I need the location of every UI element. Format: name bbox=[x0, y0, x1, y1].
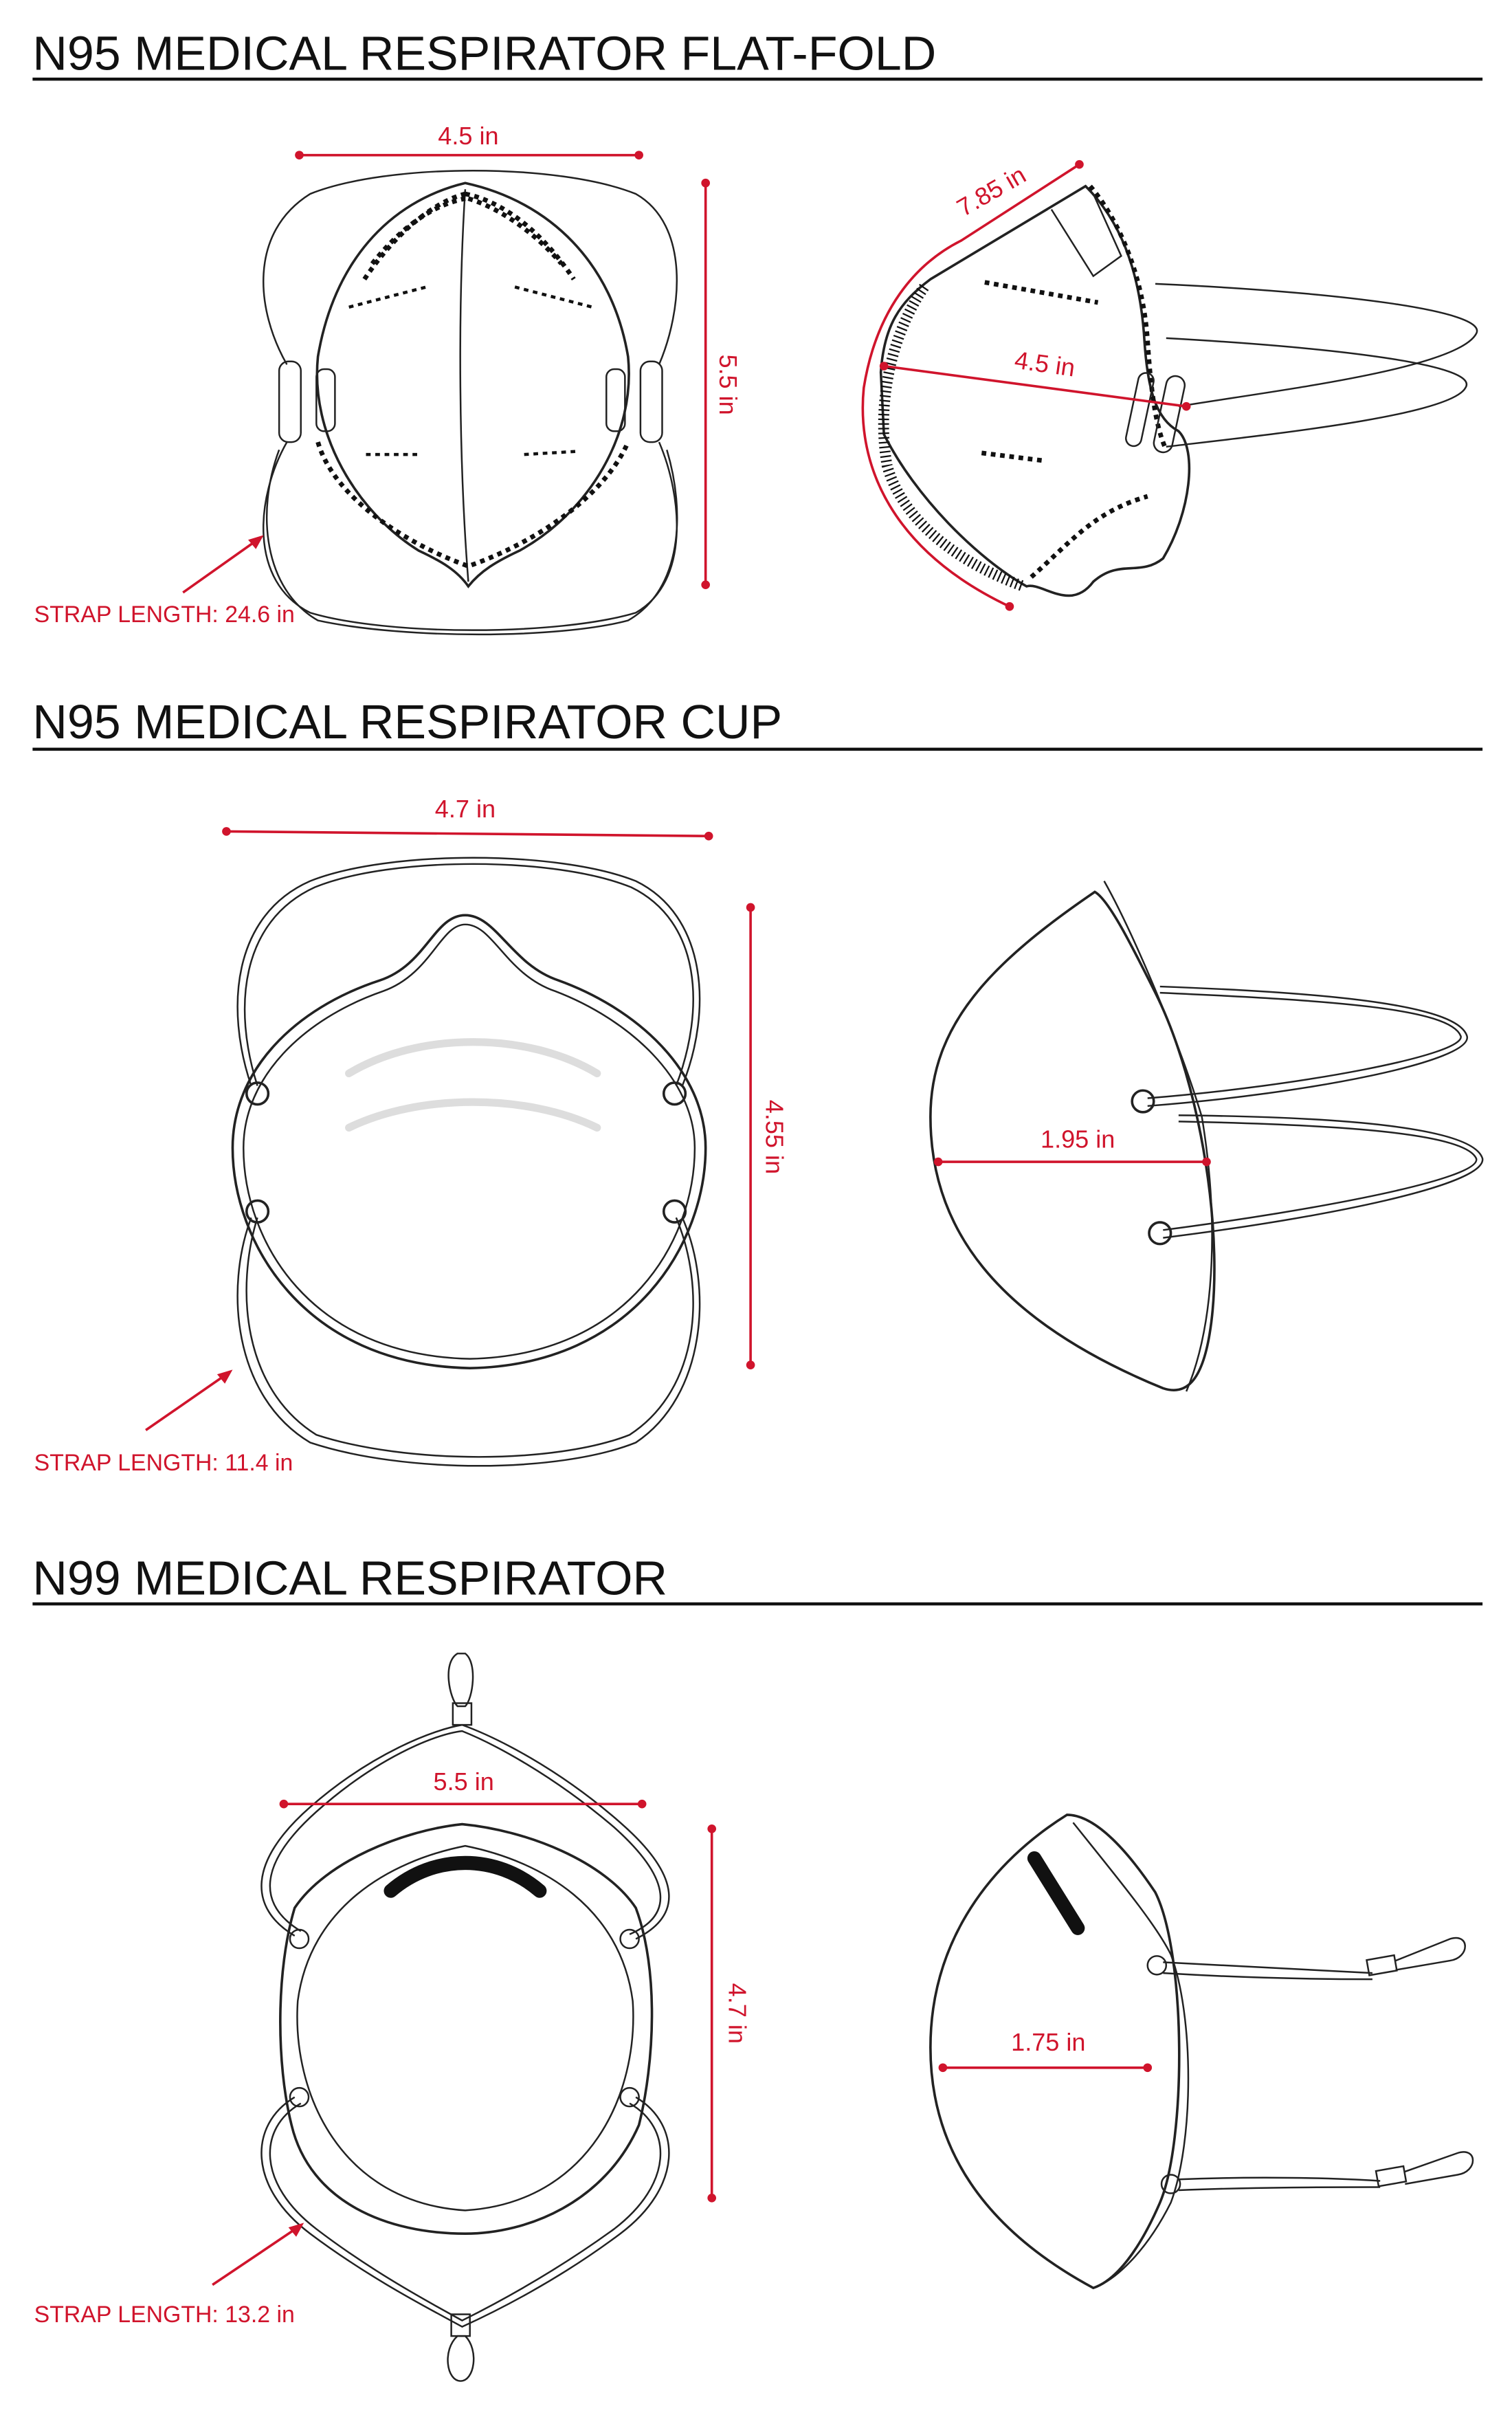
front-width-label: 4.7 in bbox=[435, 795, 496, 823]
front-height-dimension: 4.7 in bbox=[707, 1824, 752, 2203]
strap-length-callout: STRAP LENGTH: 13.2 in bbox=[34, 2223, 304, 2328]
flat-fold-side-drawing bbox=[878, 184, 1478, 597]
n99-side-drawing bbox=[929, 1813, 1474, 2290]
front-height-label: 4.7 in bbox=[724, 1983, 752, 2044]
front-height-dimension: 5.5 in bbox=[701, 178, 742, 589]
strap-length-callout: STRAP LENGTH: 11.4 in bbox=[34, 1369, 293, 1476]
front-width-label: 4.5 in bbox=[438, 122, 498, 150]
section-n95-cup: N95 MEDICAL RESPIRATOR CUP 4.7 in 4.55 i… bbox=[32, 695, 1484, 1476]
section-title: N95 MEDICAL RESPIRATOR FLAT-FOLD bbox=[32, 27, 936, 80]
flat-fold-front-drawing bbox=[263, 170, 678, 636]
side-length-dimension: 7.85 in bbox=[861, 159, 1084, 611]
side-depth-label: 4.5 in bbox=[1013, 346, 1077, 382]
section-n99: N99 MEDICAL RESPIRATOR 5.5 in 4.7 in bbox=[32, 1552, 1483, 2382]
front-height-dimension: 4.55 in bbox=[746, 903, 789, 1369]
cup-side-drawing bbox=[929, 881, 1484, 1392]
strap-length-label: STRAP LENGTH: 13.2 in bbox=[34, 2302, 295, 2328]
section-n95-flat-fold: N95 MEDICAL RESPIRATOR FLAT-FOLD 4.5 in bbox=[32, 27, 1483, 636]
front-width-dimension: 4.7 in bbox=[222, 795, 713, 841]
front-width-dimension: 5.5 in bbox=[279, 1767, 647, 1809]
side-depth-dimension: 4.5 in bbox=[879, 346, 1191, 411]
side-length-label: 7.85 in bbox=[952, 160, 1030, 222]
n99-front-drawing bbox=[260, 1653, 670, 2382]
section-title: N95 MEDICAL RESPIRATOR CUP bbox=[32, 695, 782, 749]
strap-length-callout: STRAP LENGTH: 24.6 in bbox=[34, 535, 295, 628]
strap-length-label: STRAP LENGTH: 11.4 in bbox=[34, 1450, 293, 1476]
side-depth-label: 1.75 in bbox=[1011, 2028, 1085, 2056]
side-depth-label: 1.95 in bbox=[1041, 1125, 1115, 1154]
strap-length-label: STRAP LENGTH: 24.6 in bbox=[34, 602, 295, 628]
front-width-dimension: 4.5 in bbox=[295, 122, 643, 159]
section-title: N99 MEDICAL RESPIRATOR bbox=[32, 1552, 667, 1605]
front-height-label: 4.55 in bbox=[761, 1100, 789, 1174]
front-height-label: 5.5 in bbox=[714, 354, 742, 415]
cup-front-drawing bbox=[231, 857, 707, 1467]
front-width-label: 5.5 in bbox=[434, 1767, 494, 1796]
side-depth-dimension: 1.75 in bbox=[938, 2028, 1153, 2073]
side-depth-dimension: 1.95 in bbox=[933, 1125, 1211, 1167]
